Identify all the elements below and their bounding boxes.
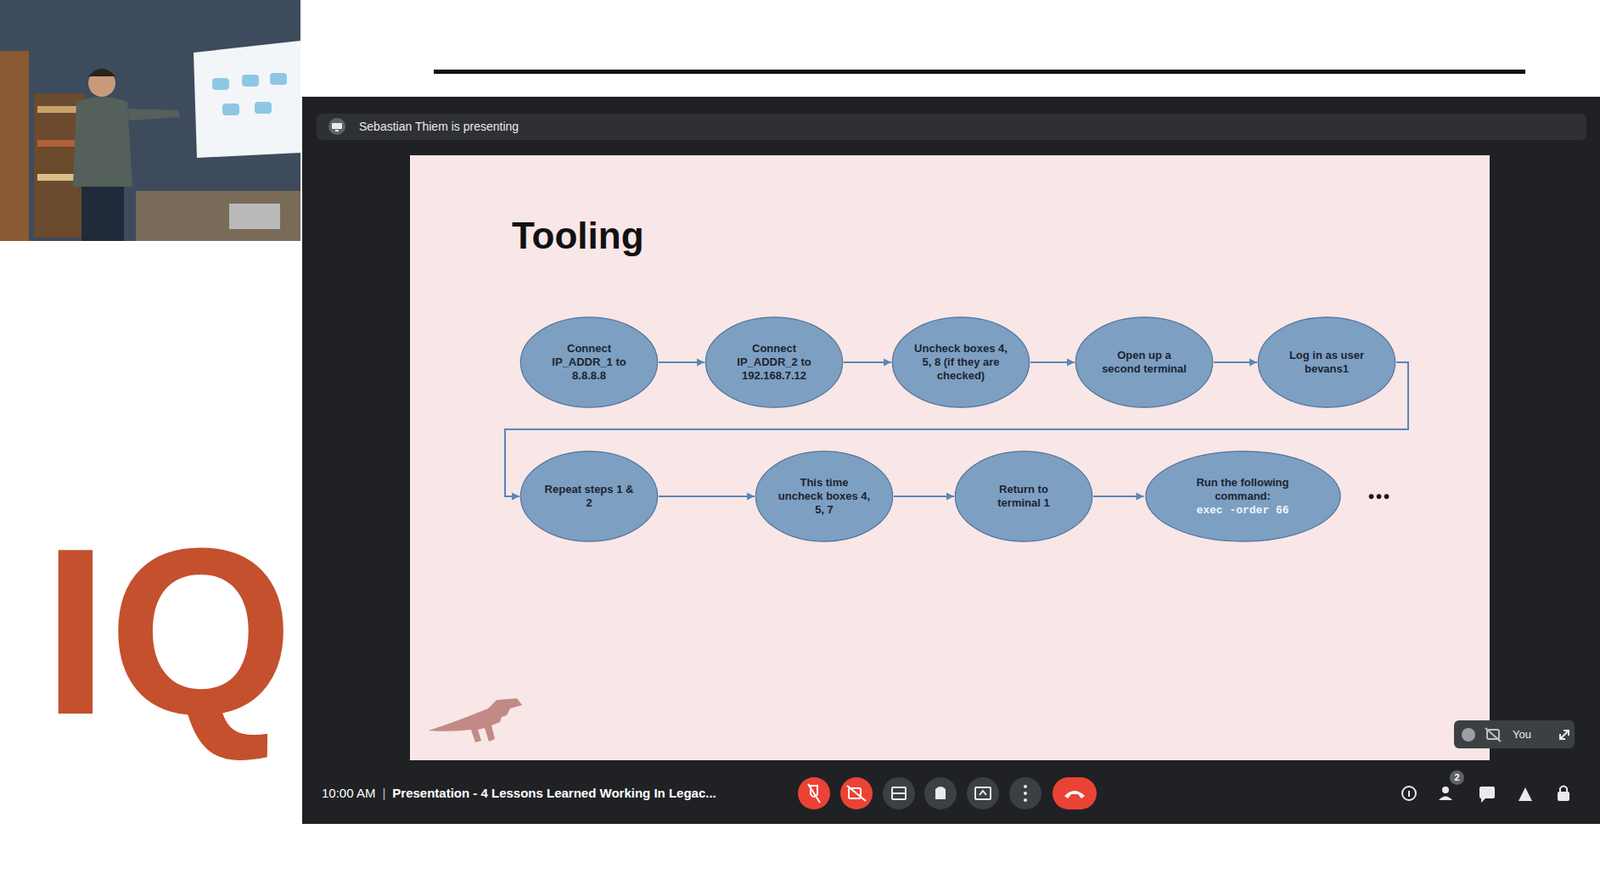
process-ellipse: Log in as user bevans1 [1257, 316, 1397, 409]
process-ellipse: Open up a second terminal [1074, 316, 1214, 409]
side-icons [1396, 779, 1579, 809]
node-text: Uncheck boxes 4, 5, 8 (if they are check… [914, 342, 1009, 383]
process-ellipse: Return to terminal 1 [954, 450, 1094, 543]
flow-arrow [1213, 359, 1258, 367]
webcam-thumbnail [0, 0, 301, 242]
count-badge-number: 2 [1453, 771, 1461, 784]
arrow-head [946, 493, 955, 501]
ellipsis-dots: ••• [1368, 485, 1392, 508]
self-view-label: You [1512, 728, 1532, 742]
ellipse-fill [892, 317, 1029, 408]
node-text: Return to terminal 1 [976, 482, 1072, 511]
flow-arrow [1030, 359, 1075, 367]
header-rule [433, 69, 1526, 74]
ellipse-fill [954, 451, 1092, 542]
flow-arrow [843, 359, 892, 367]
node-text: This time uncheck boxes 4, 5, 7 [777, 476, 872, 517]
arrow-head [1136, 493, 1145, 501]
node-text: Open up a second terminal [1097, 348, 1192, 377]
arrow-head [1066, 359, 1075, 367]
node-text: Connect IP_ADDR_2 to 192.168.7.12 [727, 342, 822, 383]
ellipse-fill [1075, 317, 1213, 408]
logo-letters: IQ [42, 512, 294, 751]
arrow-line [893, 495, 955, 498]
arrow-head [696, 359, 705, 367]
presenting-text: Sebastian Thiem is presenting [359, 118, 519, 135]
process-ellipse: Connect IP_ADDR_1 to 8.8.8.8 [519, 316, 659, 409]
clock-time: 10:00 AM [321, 785, 376, 802]
process-ellipse: This time uncheck boxes 4, 5, 7 [754, 450, 894, 543]
node-text: Log in as user bevans1 [1280, 348, 1375, 377]
slide-title: Tooling [511, 213, 645, 259]
dinosaur-logo [428, 696, 524, 745]
node-text: Repeat steps 1 & 2 [542, 482, 637, 511]
separator: | [381, 785, 386, 802]
arrow-head [883, 359, 892, 367]
meeting-title: Presentation - 4 Lessons Learned Working… [392, 785, 716, 802]
flow-arrow [658, 359, 705, 367]
process-ellipse: Uncheck boxes 4, 5, 8 (if they are check… [891, 316, 1031, 409]
flow-arrow [893, 493, 955, 501]
process-ellipse: Repeat steps 1 & 2 [519, 450, 659, 543]
process-ellipse: Connect IP_ADDR_2 to 192.168.7.12 [704, 316, 844, 409]
command-text: exec -order 66 [1195, 504, 1289, 518]
ellipse-fill [1145, 451, 1340, 542]
arrow-head [1249, 359, 1258, 367]
control-buttons [789, 774, 1104, 814]
ellipse-fill [755, 451, 893, 542]
node-text: Connect IP_ADDR_1 to 8.8.8.8 [542, 342, 637, 383]
process-ellipse: Run the following command:exec -order 66 [1144, 450, 1342, 543]
ellipse-fill [705, 317, 843, 408]
ellipse-fill [520, 451, 657, 542]
flow-arrow [658, 493, 755, 501]
presenter-icon [327, 117, 347, 136]
arrow-head [746, 493, 755, 501]
ellipse-fill [1257, 317, 1395, 408]
node-text: Run the following command: [1175, 476, 1310, 504]
arrow-head [511, 493, 520, 501]
arrow-line [658, 495, 755, 498]
ellipse-fill [520, 317, 657, 408]
flow-arrow [1093, 493, 1145, 501]
